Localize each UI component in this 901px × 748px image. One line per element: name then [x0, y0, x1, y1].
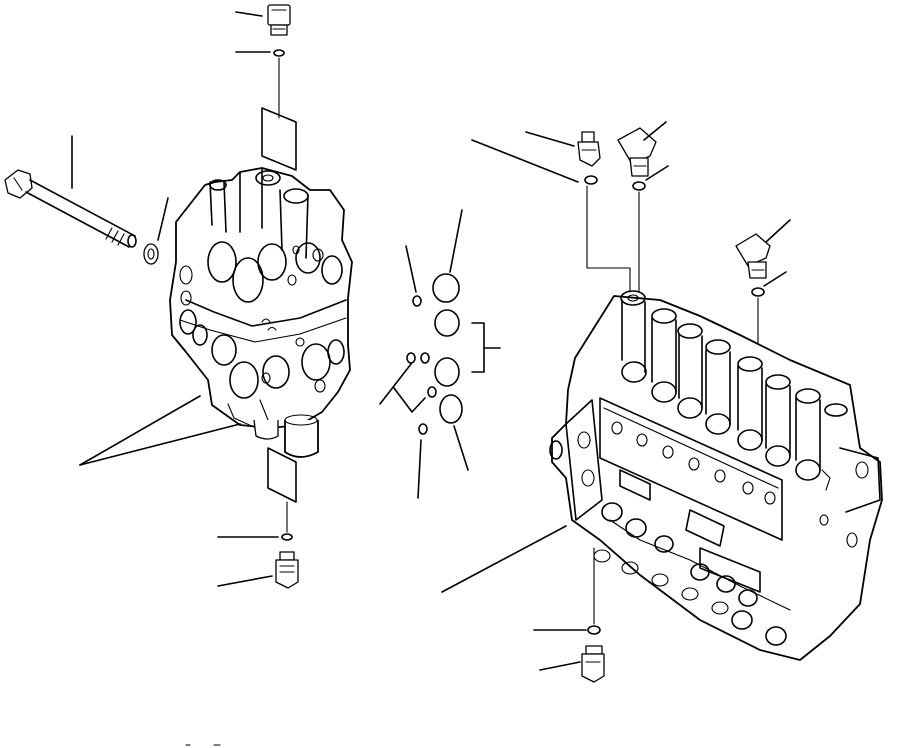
- left-bottom-o-ring: [281, 533, 293, 541]
- right-top-o-ring-a: [584, 175, 598, 185]
- left-washer-hole: [147, 248, 155, 260]
- left-bolt: [4, 169, 137, 248]
- left-valve-body: [169, 167, 353, 458]
- right-bottom-o-ring: [587, 625, 601, 635]
- right-top-o-ring-b: [632, 181, 646, 191]
- right-top-straight-plug: [577, 131, 601, 167]
- right-leader-lines: [441, 121, 791, 671]
- seal-ring-group: [406, 273, 463, 435]
- left-washer: [143, 243, 159, 265]
- left-bottom-plug: [275, 551, 299, 589]
- seal-leader-lines: [379, 209, 501, 499]
- right-mid-elbow-fitting: [735, 233, 771, 279]
- left-upper-gasket: [261, 107, 297, 171]
- left-top-plug: [267, 4, 291, 36]
- right-mid-o-ring: [751, 287, 765, 297]
- left-lower-gasket: [267, 447, 297, 503]
- right-valve-body: [549, 290, 883, 661]
- left-leader-lines: [71, 11, 279, 587]
- left-top-o-ring: [273, 49, 285, 57]
- right-bottom-plug: [581, 645, 605, 683]
